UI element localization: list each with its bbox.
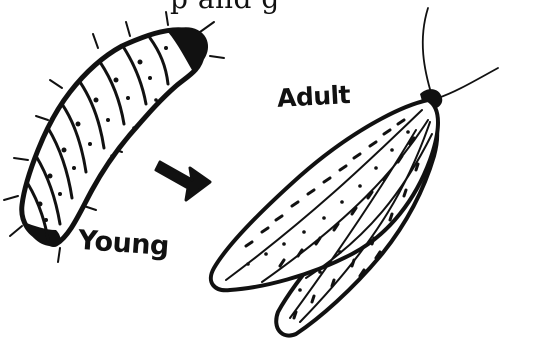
adult-label: Adult — [276, 80, 350, 113]
young-label: Young — [77, 225, 170, 262]
moth-antennae — [423, 8, 498, 98]
